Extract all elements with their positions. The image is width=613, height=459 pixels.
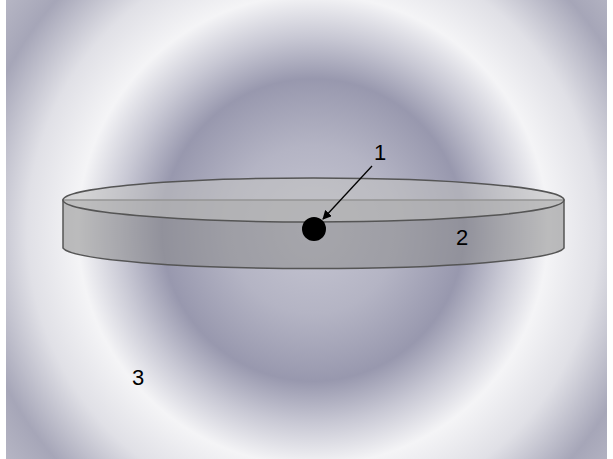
callout-number: 3 xyxy=(132,367,144,389)
disk-top xyxy=(63,178,564,222)
central-body xyxy=(302,217,326,241)
leader-arrow xyxy=(323,166,372,219)
callout-number: 1 xyxy=(374,142,386,164)
field-background xyxy=(6,0,607,459)
callout-number: 2 xyxy=(456,227,468,249)
